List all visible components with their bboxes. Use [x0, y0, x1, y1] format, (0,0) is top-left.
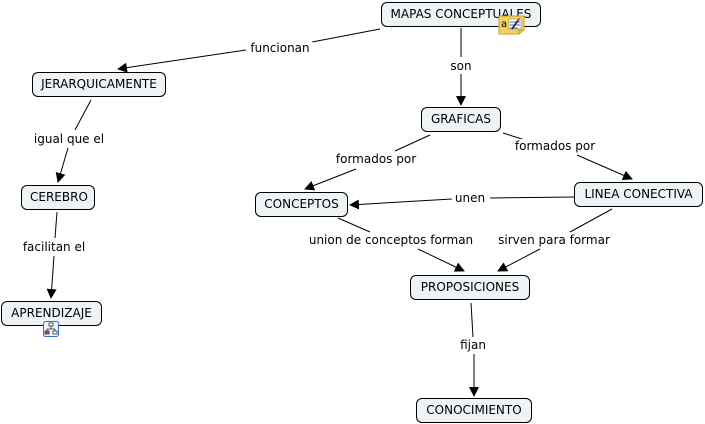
text-note-icon[interactable]: a [498, 15, 525, 35]
concept-proposiciones[interactable]: PROPOSICIONES [410, 275, 530, 300]
link-fijan[interactable]: fijan [457, 338, 489, 352]
link-formados-por-conceptos[interactable]: formados por [332, 152, 420, 166]
concept-graficas[interactable]: GRAFICAS [421, 107, 501, 132]
concept-conceptos[interactable]: CONCEPTOS [255, 192, 348, 217]
link-facilitan-el[interactable]: facilitan el [19, 240, 89, 254]
concept-mapas-conceptuales[interactable]: MAPAS CONCEPTUALES [381, 2, 541, 27]
line-conceptos-union [337, 217, 371, 233]
line-union-proposiciones [417, 248, 465, 272]
svg-text:a: a [501, 19, 507, 30]
line-jerarquicamente-igual [74, 99, 92, 131]
concept-conocimiento[interactable]: CONOCIMIENTO [416, 398, 532, 423]
link-son[interactable]: son [447, 59, 475, 73]
line-graficas-formados2 [502, 132, 526, 141]
line-linea-sirven [569, 208, 613, 233]
line-igual-cerebro [55, 147, 69, 183]
link-funcionan[interactable]: funcionan [247, 41, 313, 55]
line-facilitan-aprendizaje [46, 255, 57, 299]
line-unen-conceptos [349, 198, 453, 210]
line-sirven-proposiciones [497, 248, 541, 272]
line-graficas-formados1 [394, 134, 431, 152]
line-proposiciones-fijan [470, 302, 474, 338]
concept-cerebro[interactable]: CEREBRO [21, 185, 95, 210]
line-linea-unen [489, 196, 575, 199]
concept-jerarquicamente[interactable]: JERARQUICAMENTE [32, 72, 166, 97]
concept-linea-conectiva[interactable]: LINEA CONECTIVA [574, 182, 703, 207]
link-sirven-para-formar[interactable]: sirven para formar [495, 233, 613, 247]
line-funcionan-jerarquicamente [117, 49, 247, 73]
link-union-de-conceptos-forman[interactable]: union de conceptos forman [305, 233, 477, 247]
link-formados-por-linea[interactable]: formados por [511, 139, 599, 153]
line-cerebro-facilitan [54, 211, 58, 239]
line-mapas-funcionan [311, 28, 381, 43]
concept-map-link-icon[interactable] [43, 321, 59, 337]
link-igual-que-el[interactable]: igual que el [30, 132, 108, 146]
line-formados1-conceptos [304, 168, 357, 191]
link-unen[interactable]: unen [451, 191, 489, 205]
line-formados2-linea [576, 154, 633, 180]
